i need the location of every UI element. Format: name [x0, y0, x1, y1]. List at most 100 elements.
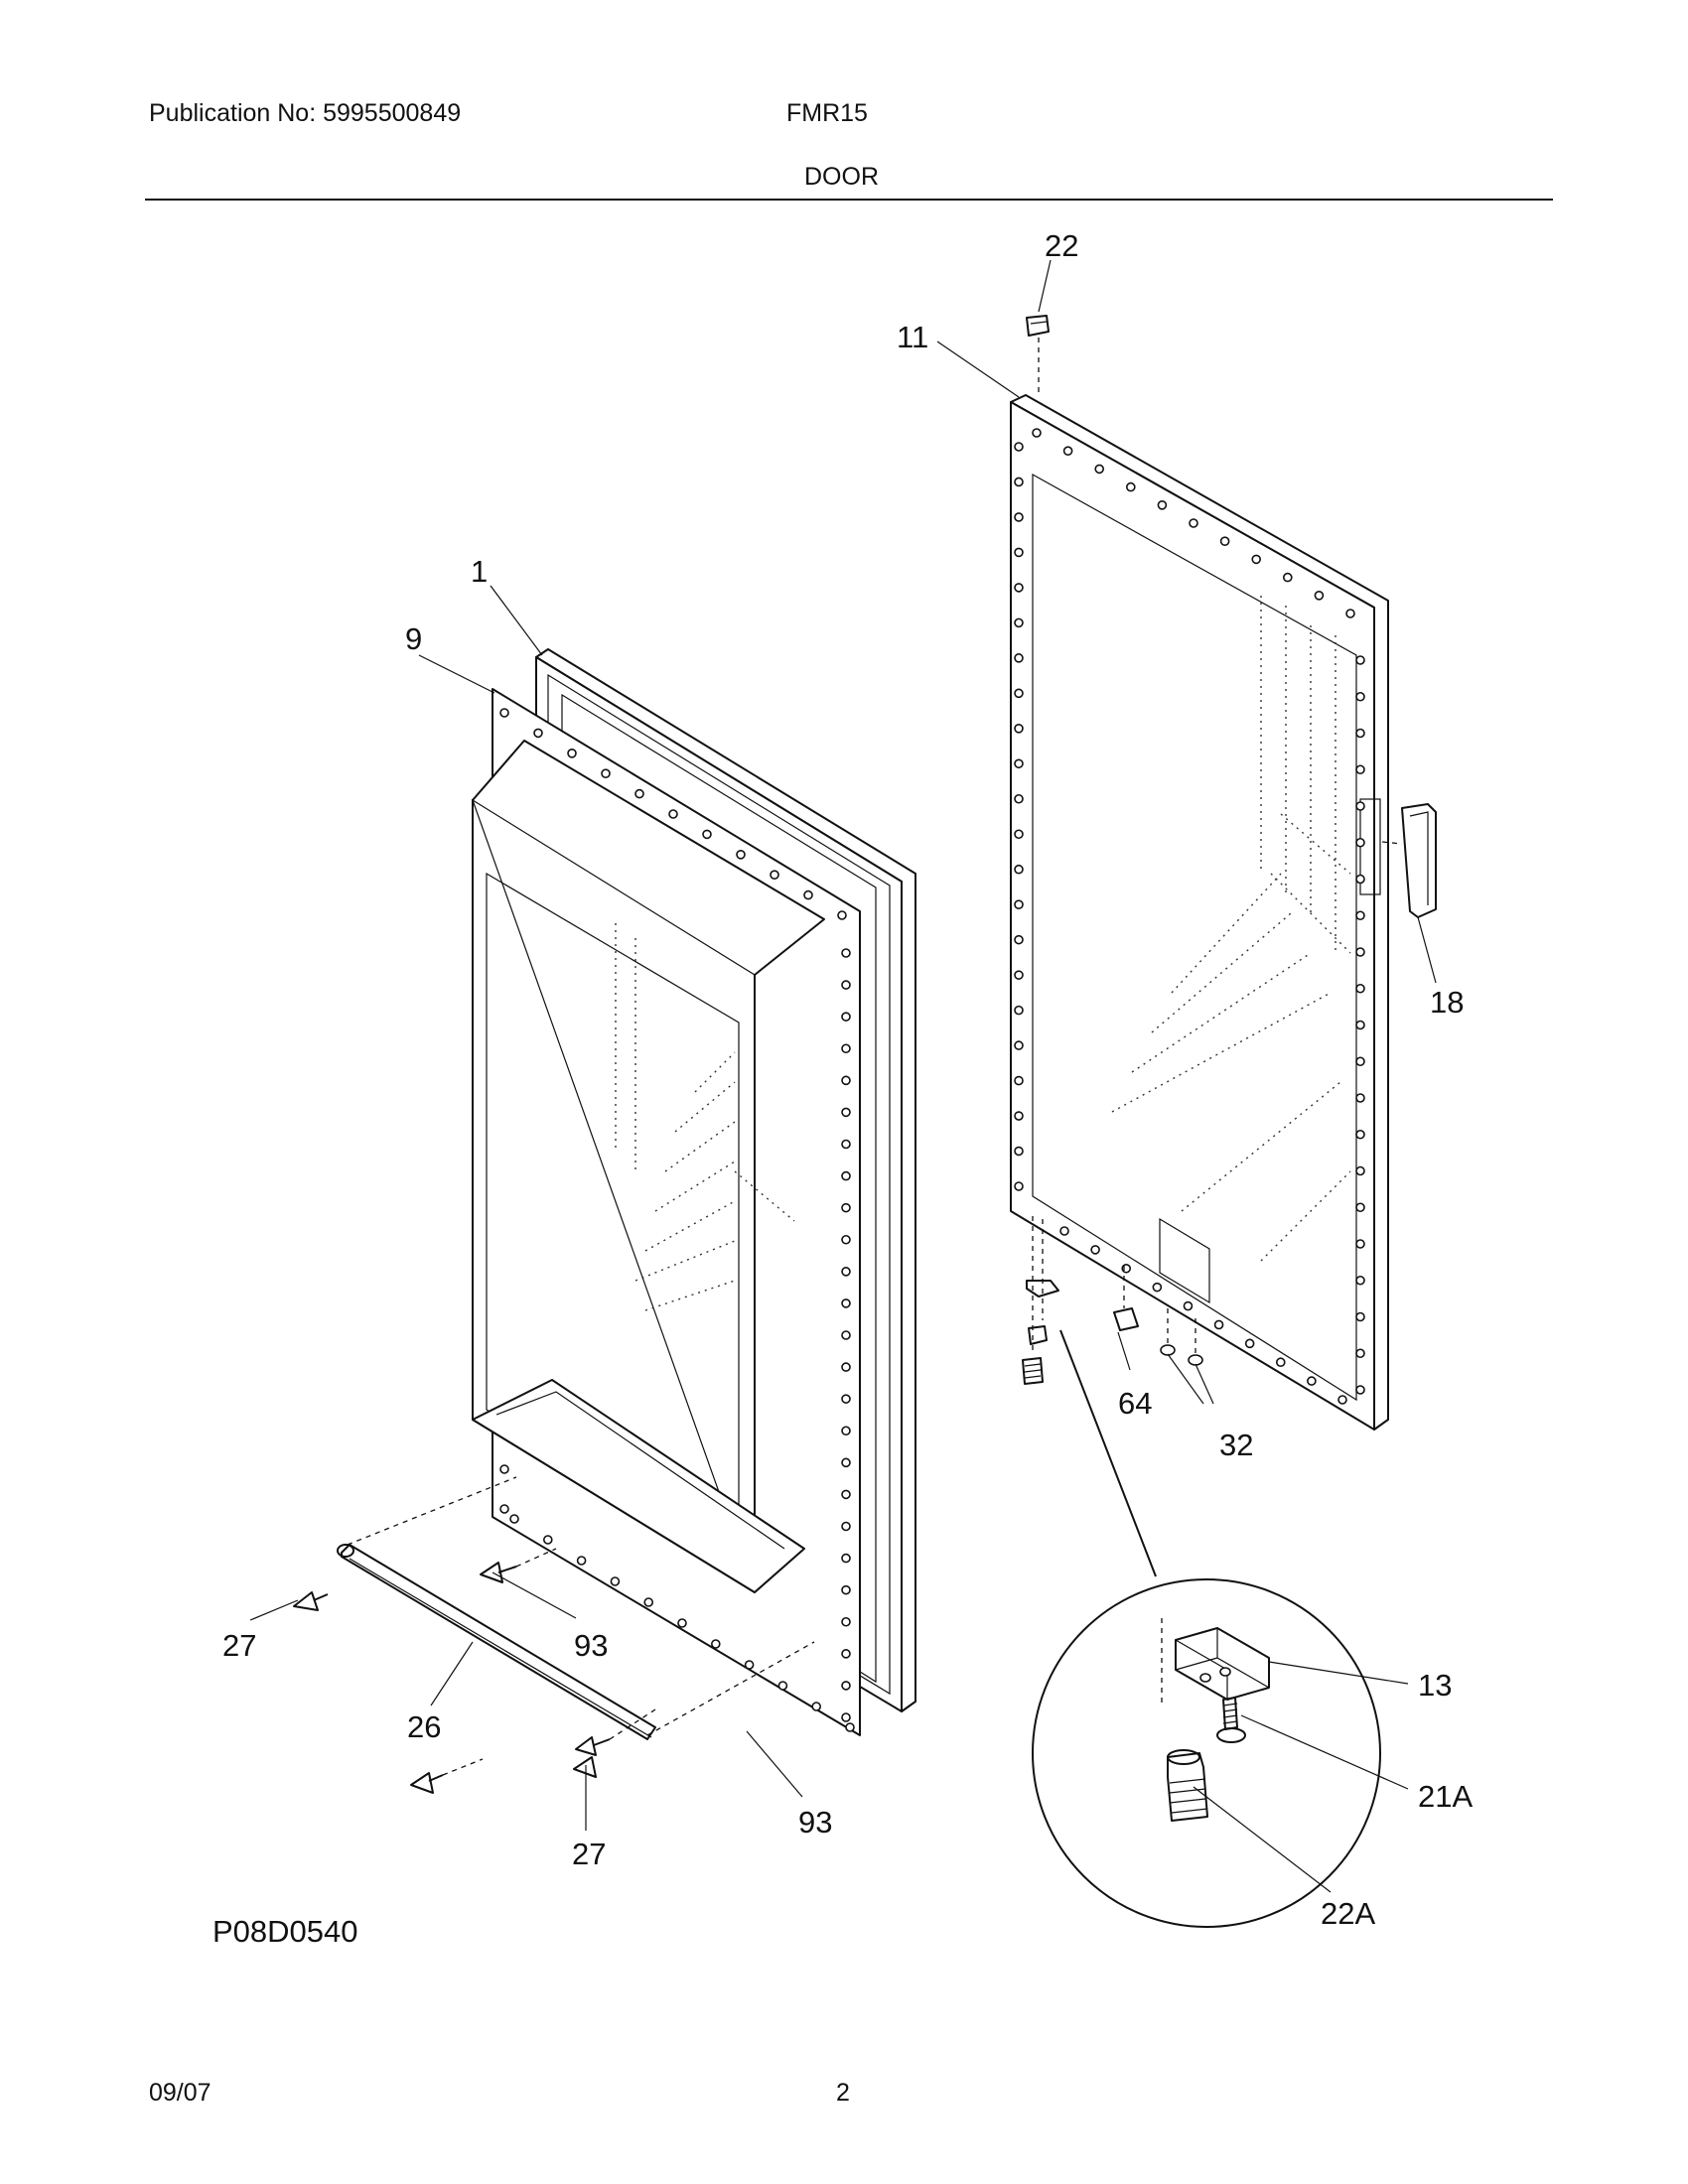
mounting-hole — [1275, 1357, 1286, 1368]
mounting-hole — [1355, 1056, 1365, 1067]
mounting-hole — [841, 1012, 851, 1022]
mounting-hole — [841, 1616, 851, 1627]
callout-9: 9 — [405, 621, 422, 656]
publication-number: Publication No: 5995500849 — [149, 99, 462, 127]
callout-64: 64 — [1118, 1386, 1152, 1421]
mounting-hole — [1014, 934, 1024, 945]
door-handle — [1381, 803, 1437, 918]
mounting-hole — [1014, 829, 1024, 840]
callout-21a: 21A — [1418, 1779, 1473, 1814]
mounting-hole — [1014, 477, 1024, 487]
mounting-hole — [1355, 874, 1365, 885]
mounting-hole — [1014, 547, 1024, 558]
mounting-hole — [837, 910, 847, 920]
mounting-hole — [1355, 1275, 1365, 1286]
mounting-hole — [1032, 428, 1042, 438]
mounting-hole — [841, 1267, 851, 1277]
diagram-code: P08D0540 — [212, 1914, 358, 1949]
mounting-hole — [1183, 1300, 1194, 1311]
outer-door-panel — [1010, 394, 1389, 1431]
mounting-hole — [567, 748, 577, 758]
mounting-hole — [1307, 1376, 1317, 1386]
mounting-hole — [1014, 1181, 1024, 1191]
mounting-hole — [841, 1234, 851, 1245]
mounting-hole — [634, 788, 644, 799]
mounting-hole — [841, 1394, 851, 1404]
footer-page-number: 2 — [836, 2079, 850, 2107]
mounting-hole — [841, 1457, 851, 1468]
mounting-hole — [1014, 688, 1024, 699]
hinge-detail-circle — [1032, 1578, 1381, 1928]
mounting-hole — [499, 1464, 509, 1474]
push-pin-fasteners — [293, 1548, 656, 1794]
mounting-hole — [1355, 1202, 1365, 1213]
mounting-hole — [841, 1362, 851, 1372]
mounting-hole — [1283, 572, 1293, 583]
mounting-hole — [770, 870, 779, 881]
mounting-hole — [1355, 1093, 1365, 1103]
mounting-hole — [845, 1722, 855, 1732]
mounting-hole — [702, 829, 712, 840]
mounting-hole — [1355, 947, 1365, 957]
mounting-hole — [677, 1618, 687, 1628]
bottom-trim-strip — [337, 1476, 815, 1740]
mounting-hole — [1189, 518, 1198, 528]
callout-13: 13 — [1418, 1668, 1452, 1703]
mounting-hole — [1355, 1165, 1365, 1176]
callout-22a: 22A — [1321, 1896, 1375, 1931]
mounting-hole — [744, 1660, 755, 1670]
footer-date: 09/07 — [149, 2079, 211, 2107]
mounting-hole — [499, 708, 509, 718]
mounting-hole — [668, 809, 678, 819]
callout-93-lower: 93 — [798, 1805, 832, 1840]
mounting-hole — [610, 1576, 621, 1586]
mounting-hole — [1355, 691, 1365, 702]
mounting-hole — [1126, 481, 1136, 492]
mounting-hole — [1355, 837, 1365, 848]
mounting-hole — [1090, 1245, 1100, 1255]
mounting-hole — [1014, 724, 1024, 734]
mounting-hole — [1355, 764, 1365, 775]
callout-93-upper: 93 — [574, 1628, 608, 1663]
mounting-hole — [1014, 1111, 1024, 1121]
callout-27-upper: 27 — [222, 1628, 256, 1663]
mounting-hole — [1355, 983, 1365, 994]
mounting-hole — [710, 1639, 721, 1649]
mounting-hole — [576, 1556, 587, 1566]
mounting-hole — [1014, 864, 1024, 875]
callout-leaders — [249, 259, 1437, 1893]
mounting-hole — [1355, 1129, 1365, 1140]
mounting-hole — [777, 1681, 788, 1691]
mounting-hole — [1251, 554, 1261, 565]
mounting-hole — [736, 849, 746, 860]
bottom-hinge-hardware — [1022, 1216, 1203, 1577]
mounting-hole — [1355, 910, 1365, 921]
callout-11: 11 — [897, 320, 928, 354]
mounting-hole — [841, 1681, 851, 1691]
mounting-hole — [1014, 1040, 1024, 1050]
mounting-hole — [509, 1514, 519, 1524]
callout-1: 1 — [471, 554, 488, 589]
mounting-hole — [1213, 1319, 1224, 1330]
mounting-hole — [841, 1712, 851, 1722]
mounting-hole — [1355, 801, 1365, 811]
mounting-hole — [1355, 1311, 1365, 1322]
mounting-hole — [841, 1649, 851, 1659]
mounting-hole — [1219, 536, 1230, 547]
mounting-hole — [1345, 609, 1355, 618]
mounting-hole — [1014, 512, 1024, 522]
mounting-hole — [1014, 758, 1024, 769]
mounting-hole — [643, 1597, 654, 1607]
callout-18: 18 — [1430, 985, 1464, 1020]
mounting-hole — [542, 1535, 553, 1545]
mounting-hole — [1062, 446, 1073, 457]
mounting-hole — [1355, 1385, 1365, 1395]
callout-26: 26 — [407, 1709, 441, 1744]
mounting-hole — [841, 948, 851, 958]
mounting-hole — [841, 980, 851, 990]
mounting-hole — [1355, 655, 1365, 665]
mounting-hole — [841, 1170, 851, 1181]
mounting-hole — [1314, 590, 1325, 601]
mounting-hole — [841, 1330, 851, 1340]
